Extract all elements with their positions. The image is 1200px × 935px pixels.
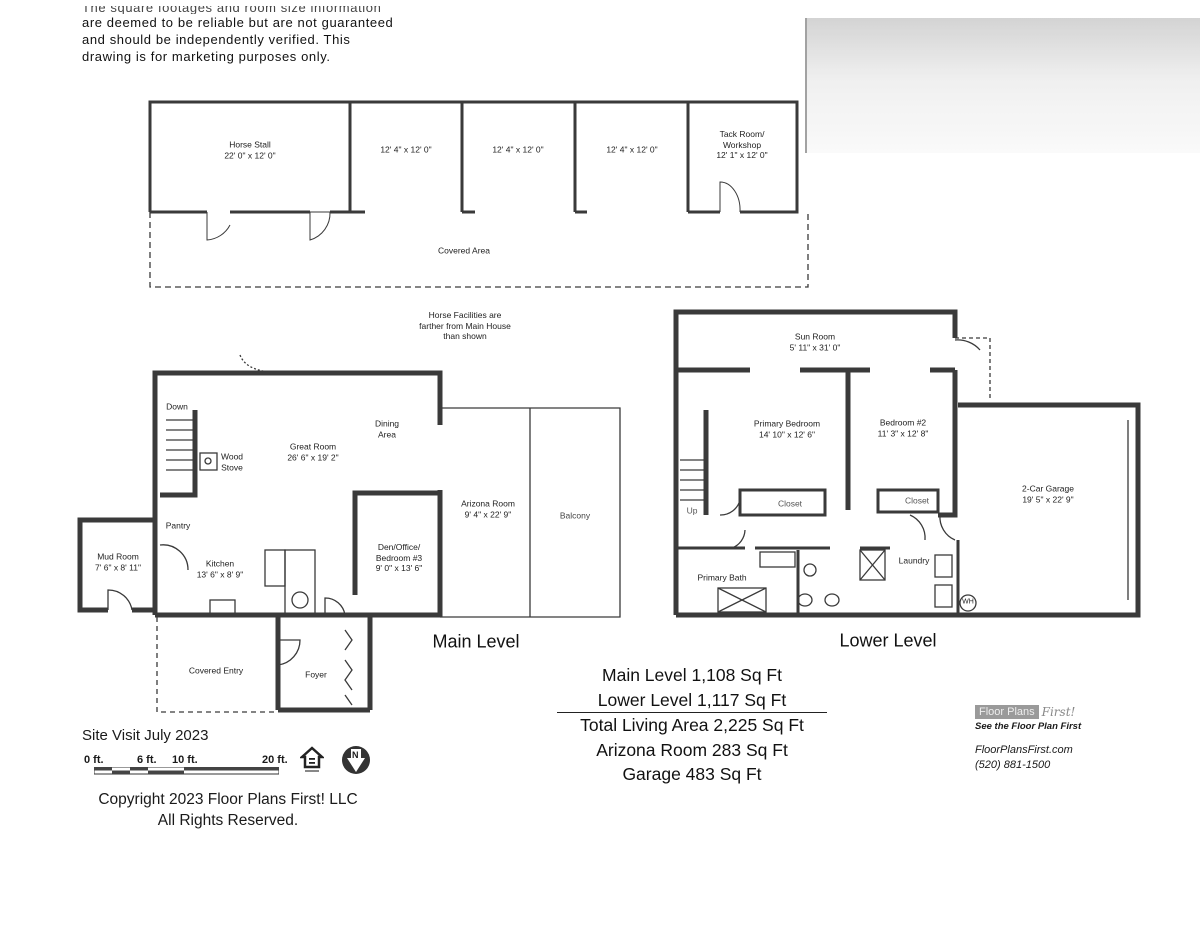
disclaimer: The square footages and room size inform… <box>82 6 393 65</box>
scan-smudge <box>805 18 1200 153</box>
main-level-title: Main Level <box>432 631 520 652</box>
brand-website: FloorPlansFirst.com <box>975 744 1073 756</box>
room-label-stall-3: 12' 4" x 12' 0" <box>492 144 544 155</box>
summary-garage: Garage 483 Sq Ft <box>622 764 762 784</box>
copyright-line: All Rights Reserved. <box>157 812 299 829</box>
compass-north-label: N <box>352 750 359 760</box>
brand-logo: Floor Plans First! <box>975 705 1125 719</box>
balcony-label: Balcony <box>559 510 591 521</box>
wood-stove-label: Wood Stove <box>220 451 244 472</box>
brand-block: Floor Plans First! See the Floor Plan Fi… <box>975 705 1125 771</box>
disclaimer-line: are deemed to be reliable but are not gu… <box>82 15 394 30</box>
logo-text: Floor Plans <box>975 705 1039 719</box>
summary-lower-level: Lower Level 1,117 Sq Ft <box>557 688 827 713</box>
summary-arizona-room: Arizona Room 283 Sq Ft <box>596 739 788 760</box>
main-level-thin-walls <box>107 354 621 713</box>
horse-barn-walls <box>148 100 799 214</box>
primary-bath-label: Primary Bath <box>697 572 747 583</box>
dining-area-label: Dining Area <box>374 418 400 439</box>
disclaimer-line: The square footages and room size inform… <box>82 6 382 14</box>
stairs-up-label: Up <box>686 505 698 516</box>
lower-level-fixtures <box>680 310 1129 613</box>
disclaimer-line: and should be independently verified. Th… <box>82 32 351 47</box>
closet-label: Closet <box>904 495 930 506</box>
brand-phone: (520) 881-1500 <box>975 759 1051 771</box>
scale-tick-20: 20 ft. <box>262 754 288 766</box>
scale-tick-6: 6 ft. <box>137 754 157 766</box>
scale-tick-10: 10 ft. <box>172 754 198 766</box>
water-heater-label: WH <box>962 598 974 606</box>
logo-script: First! <box>1041 705 1076 719</box>
scale-tick-0: 0 ft. <box>84 754 104 766</box>
compass-icon <box>342 746 370 774</box>
closet-label: Closet <box>777 498 803 509</box>
copyright-line: Copyright 2023 Floor Plans First! LLC <box>98 791 358 808</box>
scale-bar: 0 ft. 6 ft. 10 ft. 20 ft. <box>84 754 294 775</box>
stairs-down-label: Down <box>166 401 188 412</box>
equal-housing-icon <box>300 746 324 772</box>
summary-total: Total Living Area 2,225 Sq Ft <box>580 715 804 735</box>
summary-main-level: Main Level 1,108 Sq Ft <box>602 665 782 685</box>
foyer-label: Foyer <box>305 669 327 680</box>
laundry-label: Laundry <box>898 555 930 566</box>
covered-area-label: Covered Area <box>438 245 490 256</box>
square-footage-summary: Main Level 1,108 Sq Ft Lower Level 1,117… <box>557 663 827 787</box>
lower-level-title: Lower Level <box>839 630 937 651</box>
lower-level-walls <box>673 309 1141 618</box>
disclaimer-line: drawing is for marketing purposes only. <box>82 49 331 64</box>
site-visit-date: Site Visit July 2023 <box>82 727 209 744</box>
brand-tagline: See the Floor Plan First <box>975 721 1082 732</box>
copyright: Copyright 2023 Floor Plans First! LLC Al… <box>68 789 388 831</box>
north-compass: N <box>340 744 372 776</box>
room-label-stall-4: 12' 4" x 12' 0" <box>606 144 658 155</box>
covered-entry-label: Covered Entry <box>188 665 244 676</box>
room-label-stall-2: 12' 4" x 12' 0" <box>380 144 432 155</box>
door-swings <box>206 181 741 241</box>
scale-bar-graphic <box>94 767 279 775</box>
covered-area-outline <box>149 212 809 288</box>
pantry-label: Pantry <box>165 520 191 531</box>
